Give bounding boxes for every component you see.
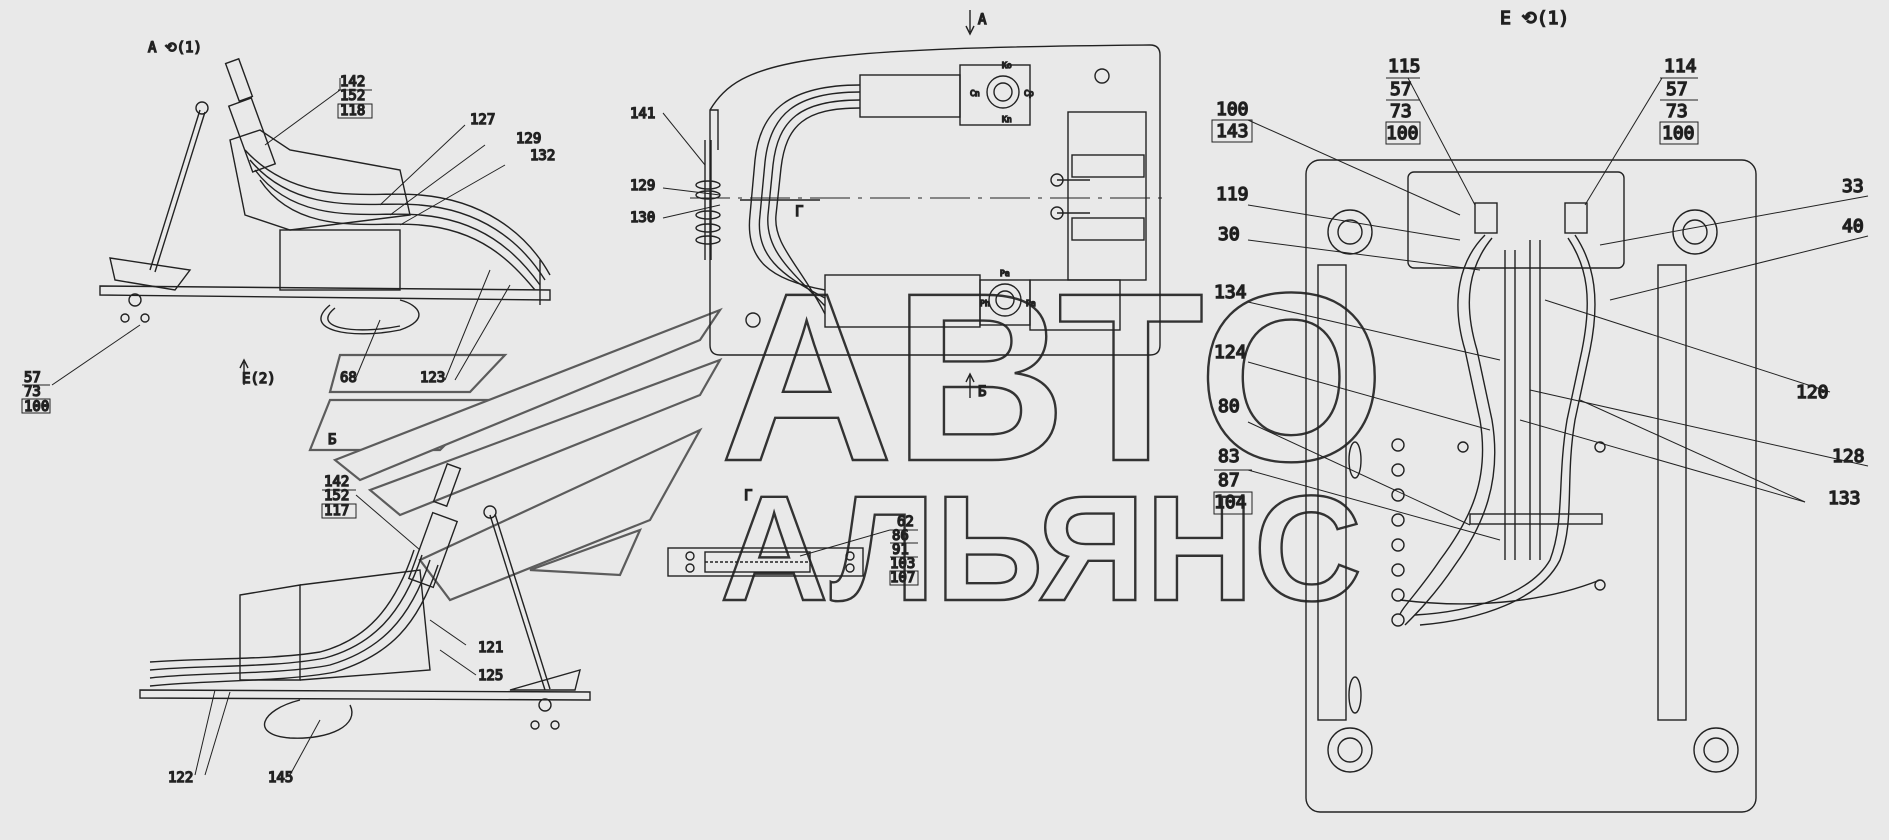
arrow-a-label: А [978,12,987,28]
callout-e-115: 115 [1388,56,1421,77]
callout-a-127: 127 [470,112,495,128]
callout-m-130: 130 [630,210,655,226]
callout-e-87: 87 [1218,470,1240,491]
mark-cp: Cp [1024,89,1034,98]
section-g-mid: Г [795,204,803,220]
view-a-assembly [99,57,551,335]
callout-e-30: 30 [1218,224,1240,245]
callout-m-129: 129 [630,178,655,194]
callout-e-73a: 73 [1390,101,1412,122]
view-b-left-label: Б [328,432,336,448]
mark-pb: Pa [1026,299,1036,308]
mark-pa: Pa [1000,269,1010,278]
callout-e-133: 133 [1828,488,1861,509]
watermark-line1: АВТО [720,243,1385,511]
callout-a-68: 68 [340,370,357,386]
mark-ph: Ph [980,299,990,308]
section-g-panel [667,529,919,586]
view-a-title: А ⟲(1) [148,40,202,56]
callout-e-120: 120 [1796,382,1829,403]
callout-g-62: 62 [897,514,914,530]
callout-e-57b: 57 [1666,79,1688,100]
callout-b-122: 122 [168,770,193,786]
callout-a-142: 142 [340,74,365,90]
mark-ko: Ko [1002,61,1012,70]
callout-e-33: 33 [1842,176,1864,197]
callout-e-134: 134 [1214,282,1247,303]
callout-e-100a: 100 [1386,123,1419,144]
mark-kn: Kn [1002,115,1012,124]
callout-e-128: 128 [1832,446,1865,467]
callout-e-100b: 100 [1662,123,1695,144]
callout-m-141: 141 [630,106,655,122]
callout-e-40: 40 [1842,216,1864,237]
callout-g-86: 86 [892,528,909,544]
callout-e-57a: 57 [1390,79,1412,100]
callout-e-80: 80 [1218,396,1240,417]
callout-a-152: 152 [340,88,365,104]
callout-e-83: 83 [1218,446,1240,467]
callout-e-104: 104 [1214,492,1247,513]
callout-e-119: 119 [1216,184,1249,205]
mark-cn: Cn [970,89,980,98]
callout-a-100: 100 [24,399,49,415]
center-top-view [662,10,1170,398]
view-e-plate [1211,77,1869,813]
arrow-e2-label: Е(2) [242,371,276,387]
view-b-assembly [139,462,591,776]
watermark-logo [308,307,723,602]
callout-b-117: 117 [324,503,349,519]
callout-g-103: 103 [890,556,915,572]
callout-e-143: 143 [1216,121,1249,142]
callout-e-114: 114 [1664,56,1697,77]
callout-a-118: 118 [340,103,365,119]
callout-b-152: 152 [324,488,349,504]
callout-b-125: 125 [478,668,503,684]
view-e-title: Е ⟲(1) [1500,8,1569,29]
callout-g-91: 91 [892,542,909,558]
callout-e-124: 124 [1214,342,1247,363]
arrow-b-label: Б [978,384,986,400]
callout-b-142: 142 [324,474,349,490]
callout-b-121: 121 [478,640,503,656]
callout-a-73: 73 [24,384,41,400]
callout-a-132: 132 [530,148,555,164]
callout-a-57: 57 [24,370,41,386]
callout-e-100c: 100 [1216,99,1249,120]
callout-g-107: 107 [890,570,915,586]
section-g-left-label: Г [744,488,752,504]
callout-b-145: 145 [268,770,293,786]
callout-e-73b: 73 [1666,101,1688,122]
callout-a-123: 123 [420,370,445,386]
callout-a-129: 129 [516,131,541,147]
